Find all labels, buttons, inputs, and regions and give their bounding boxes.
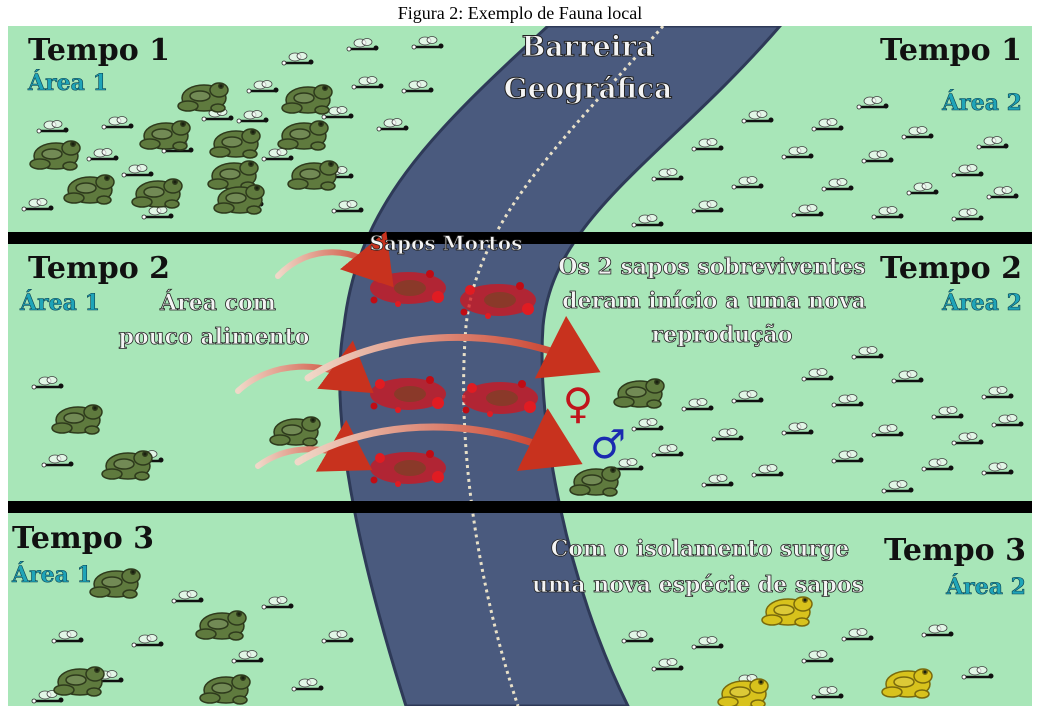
tempo-3-left: Tempo 3	[12, 521, 154, 556]
area-1-bottom: Área 1	[11, 561, 92, 588]
tempo-2-right: Tempo 2	[880, 251, 1022, 286]
divider-bottom	[8, 501, 1032, 513]
new-species-label-line2: uma nova espécie de sapos	[532, 572, 864, 598]
tempo-1-right: Tempo 1	[880, 33, 1022, 68]
tempo-2-left: Tempo 2	[28, 251, 170, 286]
tempo-1-left: Tempo 1	[28, 33, 170, 68]
area-1-middle: Área 1	[19, 289, 100, 316]
survivors-label-line1: Os 2 sapos sobreviventes	[558, 254, 865, 280]
area-2-bottom: Área 2	[945, 573, 1026, 600]
low-food-label-line2: pouco alimento	[119, 324, 310, 350]
speciation-diagram: ♀ ♂ Tempo 1 Área 1 Tempo 1 Área 2 Barrei…	[8, 26, 1032, 706]
female-symbol: ♀	[563, 379, 594, 428]
survivors-label-line3: reprodução	[652, 322, 793, 348]
figure-caption: Figura 2: Exemplo de Fauna local	[0, 0, 1040, 26]
new-species-label-line1: Com o isolamento surge	[551, 536, 850, 562]
male-symbol: ♂	[590, 422, 626, 468]
low-food-label-line1: Área com	[159, 289, 276, 316]
survivors-label-line2: deram início a uma nova	[562, 288, 866, 314]
area-1-top: Área 1	[27, 69, 108, 96]
barrier-label-line2: Geográfica	[504, 72, 672, 105]
area-2-middle: Área 2	[941, 289, 1022, 316]
barrier-label-line1: Barreira	[522, 30, 655, 63]
tempo-3-right: Tempo 3	[884, 533, 1026, 568]
area-2-top: Área 2	[941, 89, 1022, 116]
dead-frogs-label: Sapos Mortos	[370, 231, 523, 255]
